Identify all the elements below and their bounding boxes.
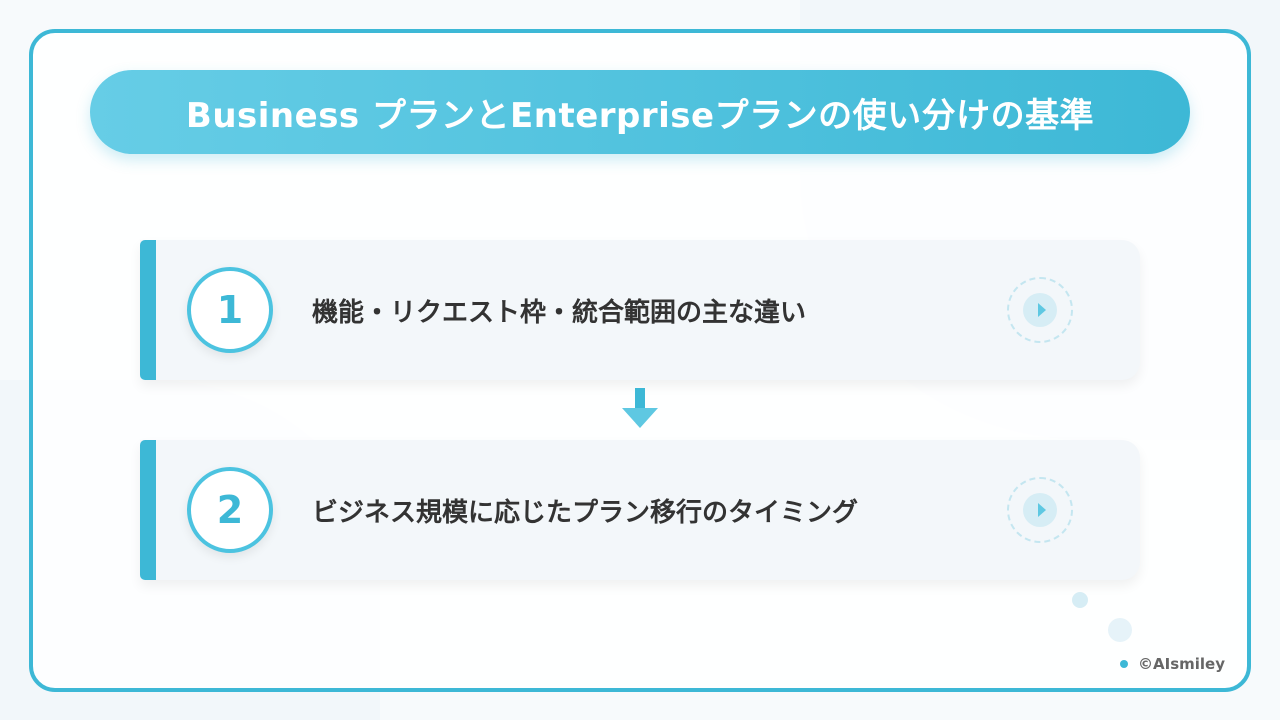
- copyright: ©AIsmiley: [1120, 655, 1230, 673]
- step-number: 2: [187, 467, 273, 553]
- decor-dot: [1072, 592, 1088, 608]
- step-card-1: 1 機能・リクエスト枠・統合範囲の主な違い: [140, 240, 1140, 380]
- arrow-down-icon: [622, 388, 658, 428]
- decor-dot: [1108, 618, 1132, 642]
- step-number: 1: [187, 267, 273, 353]
- page-title: Business プランとEnterpriseプランの使い分けの基準: [90, 70, 1190, 154]
- step-card-2: 2 ビジネス規模に応じたプラン移行のタイミング: [140, 440, 1140, 580]
- accent-bar: [140, 240, 156, 380]
- step-label: 機能・リクエスト枠・統合範囲の主な違い: [312, 297, 807, 328]
- copyright-text: ©AIsmiley: [1138, 655, 1225, 673]
- play-icon[interactable]: [1007, 477, 1073, 543]
- step-label: ビジネス規模に応じたプラン移行のタイミング: [312, 497, 859, 528]
- play-icon[interactable]: [1007, 277, 1073, 343]
- accent-bar: [140, 440, 156, 580]
- dot-icon: [1120, 660, 1128, 668]
